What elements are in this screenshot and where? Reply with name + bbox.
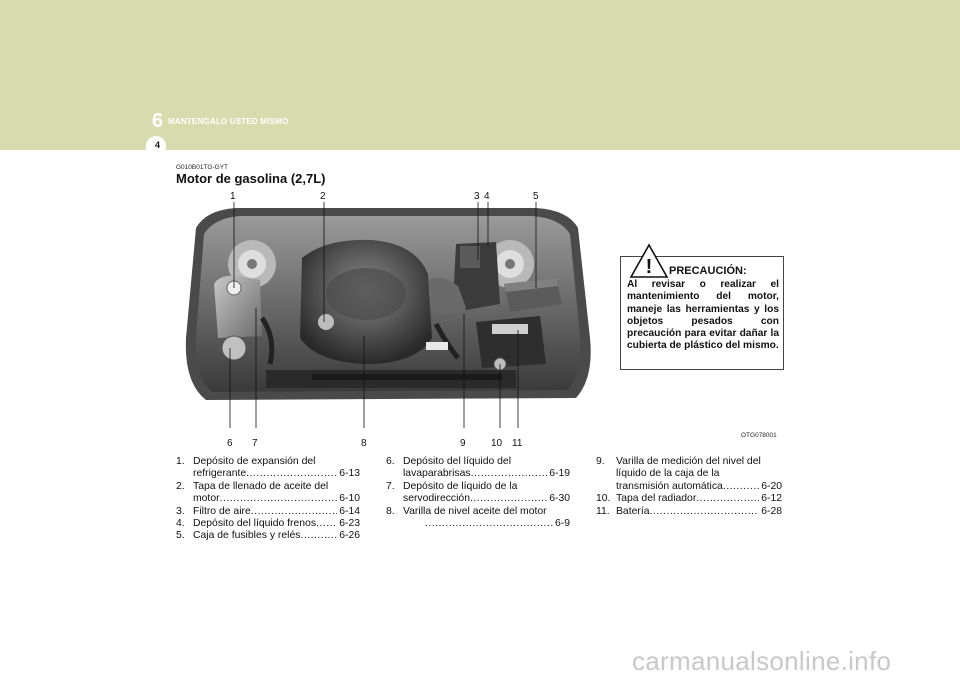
parts-list-col3: 9. Varilla de medición del nivel del líq… <box>596 456 782 518</box>
list-item: 6. Depósito del líquido del lavaparabris… <box>386 456 570 481</box>
list-item: 8. Varilla de nivel aceite del motor 6-9 <box>386 506 570 531</box>
list-item: 3. Filtro de aire6-14 <box>176 506 360 518</box>
svg-text:!: ! <box>646 256 653 278</box>
section-title: Motor de gasolina (2,7L) <box>176 171 326 186</box>
callout-3: 3 <box>474 191 480 202</box>
chapter-title: MANTENGALO USTED MISMO <box>168 117 289 126</box>
header-band <box>0 0 960 150</box>
caution-box: ! PRECAUCIÓN: Al revisar o realizar el m… <box>620 243 784 370</box>
callout-1: 1 <box>230 191 236 202</box>
list-item: 1. Depósito de expansión del refrigerant… <box>176 456 360 481</box>
warning-triangle-icon: ! <box>629 243 669 278</box>
parts-list-col2: 6. Depósito del líquido del lavaparabris… <box>386 456 570 530</box>
watermark: carmanualsonline.info <box>632 646 892 676</box>
list-item: 5. Caja de fusibles y relés6-26 <box>176 530 360 542</box>
list-item: 7. Depósito de líquido de la servodirecc… <box>386 481 570 506</box>
parts-list-col1: 1. Depósito de expansión del refrigerant… <box>176 456 360 543</box>
caution-title: PRECAUCIÓN: <box>669 265 747 277</box>
page-tab <box>146 136 166 150</box>
engine-bay-illustration <box>185 202 591 428</box>
list-item: 11. Batería6-28 <box>596 506 782 518</box>
list-item: 4. Depósito del líquido frenos6-23 <box>176 518 360 530</box>
callout-10: 10 <box>491 438 503 449</box>
list-item: 2. Tapa de llenado de aceite del motor6-… <box>176 481 360 506</box>
callout-9: 9 <box>460 438 466 449</box>
callout-2: 2 <box>320 191 326 202</box>
callout-7: 7 <box>252 438 258 449</box>
list-item: 9. Varilla de medición del nivel del líq… <box>596 456 782 493</box>
callout-8: 8 <box>361 438 367 449</box>
image-code: OTG078001 <box>741 432 777 439</box>
callout-11: 11 <box>512 438 523 449</box>
page-number: 4 <box>155 140 161 150</box>
callout-6: 6 <box>227 438 233 449</box>
callout-4: 4 <box>484 191 490 202</box>
chapter-number: 6 <box>152 110 164 132</box>
callout-5: 5 <box>533 191 539 202</box>
list-item: 10. Tapa del radiador6-12 <box>596 493 782 505</box>
caution-text: Al revisar o realizar el mantenimiento d… <box>627 279 779 352</box>
section-code: G010B01TG-GYT <box>176 164 229 171</box>
